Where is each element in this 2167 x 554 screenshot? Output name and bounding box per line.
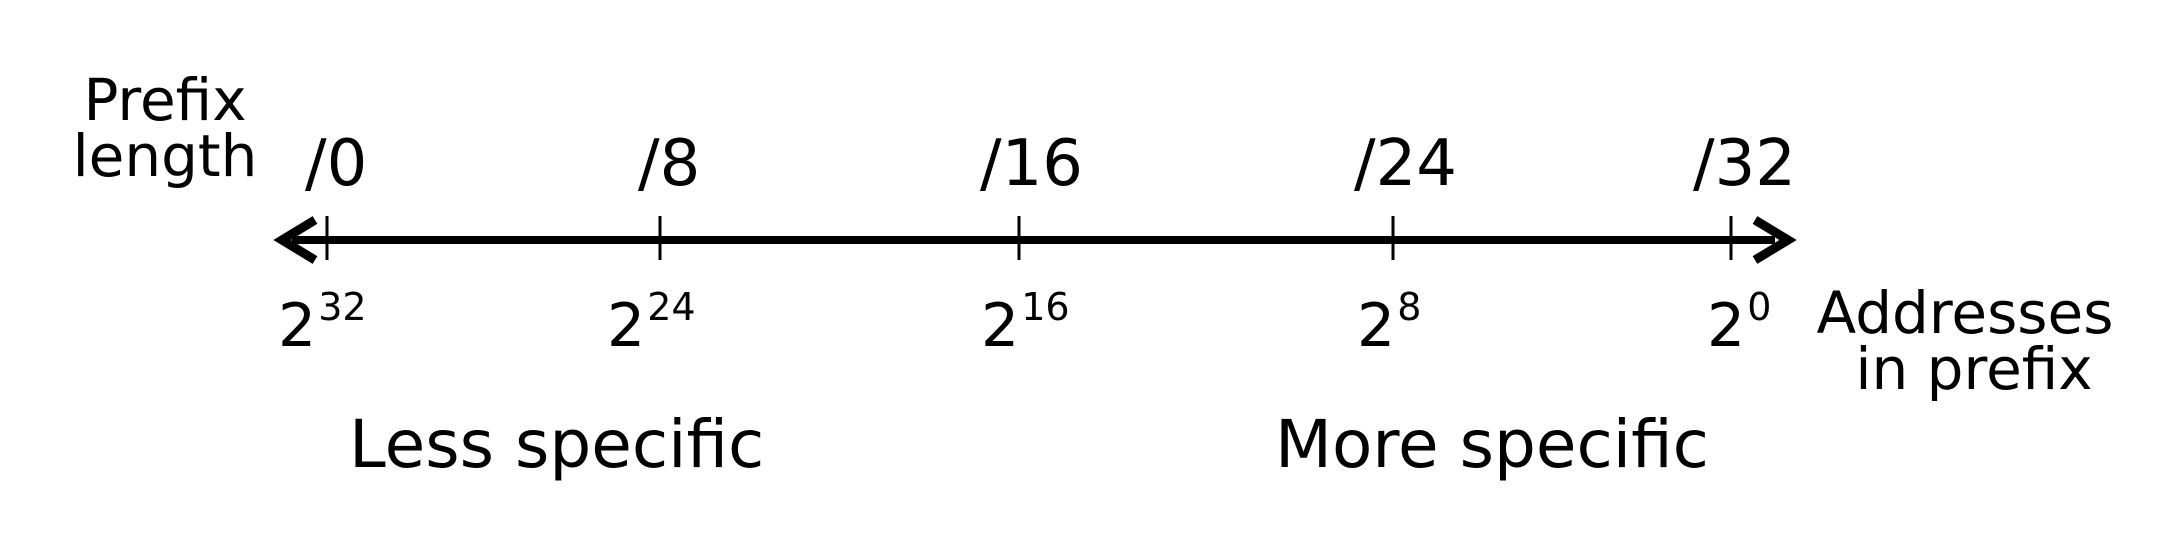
address-exponent: 32	[318, 285, 367, 329]
prefix-length-label: Prefix length	[70, 66, 260, 190]
addresses-label-line1: Addresses	[1816, 279, 2114, 347]
left-arrowhead	[273, 216, 318, 264]
address-base: 2	[1357, 291, 1396, 361]
address-exponent: 8	[1397, 285, 1422, 329]
address-base: 2	[278, 291, 317, 361]
less-specific-label: Less specific	[349, 406, 765, 483]
address-exponent: 24	[647, 285, 696, 329]
prefix-label-16: /16	[980, 127, 1083, 201]
right-arrowhead	[1752, 216, 1797, 264]
address-exponent: 16	[1021, 285, 1070, 329]
address-count-16: 216	[981, 288, 1070, 356]
address-count-24: 28	[1357, 288, 1421, 356]
address-count-8: 224	[607, 288, 696, 356]
prefix-label-24: /24	[1354, 127, 1457, 201]
prefix-label-0: /0	[305, 127, 368, 201]
addresses-label-line2: in prefix	[1855, 335, 2093, 403]
address-base: 2	[607, 291, 646, 361]
address-base: 2	[1707, 291, 1746, 361]
prefix-length-label-line2: length	[72, 122, 258, 190]
more-specific-label: More specific	[1275, 406, 1709, 483]
address-base: 2	[981, 291, 1020, 361]
addresses-in-prefix-label: Addresses in prefix	[1815, 279, 2115, 403]
address-count-0: 232	[278, 288, 367, 356]
prefix-label-32: /32	[1693, 127, 1796, 201]
address-count-32: 20	[1707, 288, 1771, 356]
prefix-length-label-line1: Prefix	[83, 66, 247, 134]
prefix-label-8: /8	[638, 127, 701, 201]
address-exponent: 0	[1747, 285, 1772, 329]
